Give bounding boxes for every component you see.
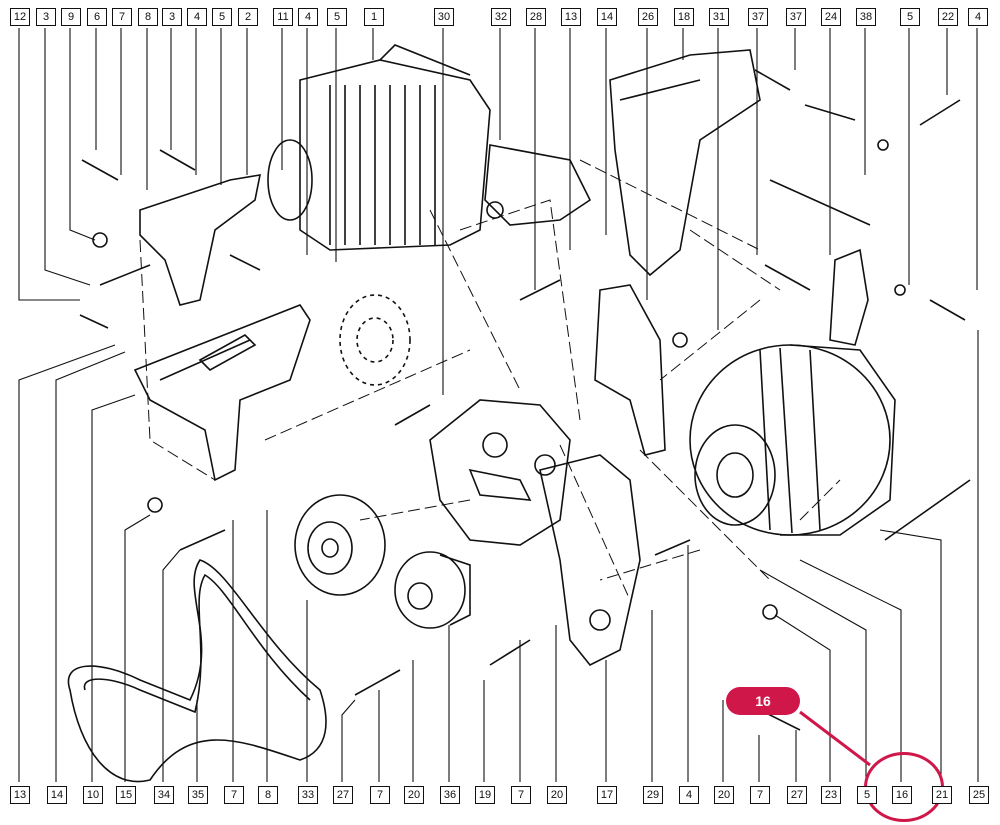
lower-left-bracket	[133, 304, 311, 482]
bottom-callout-19: 20	[714, 786, 734, 804]
top-callout-26: 5	[900, 8, 920, 26]
bottom-callout-6: 7	[224, 786, 244, 804]
top-callout-4: 7	[112, 8, 132, 26]
starter-motor	[267, 44, 491, 251]
top-callout-15: 32	[491, 8, 511, 26]
top-callout-0: 12	[10, 8, 30, 26]
top-callout-7: 4	[187, 8, 207, 26]
top-callout-9: 2	[238, 8, 258, 26]
top-callout-14: 30	[434, 8, 454, 26]
bottom-callout-20: 7	[750, 786, 770, 804]
bottom-callout-7: 8	[258, 786, 278, 804]
top-callout-22: 37	[748, 8, 768, 26]
alternator-strap	[829, 248, 869, 346]
bottom-callout-26: 25	[969, 786, 989, 804]
bottom-callout-25: 21	[932, 786, 952, 804]
upper-left-bracket	[139, 174, 262, 306]
top-callout-6: 3	[162, 8, 182, 26]
crank-pulley	[294, 494, 386, 596]
bottom-callout-14: 7	[511, 786, 531, 804]
bottom-callout-11: 20	[404, 786, 424, 804]
bottom-callout-2: 10	[83, 786, 103, 804]
bottom-callout-22: 23	[821, 786, 841, 804]
highlight-badge[interactable]: 16	[726, 687, 800, 715]
upper-right-bracket	[609, 49, 761, 277]
bottom-callout-3: 15	[116, 786, 136, 804]
top-callout-18: 14	[597, 8, 617, 26]
alternator	[689, 344, 896, 536]
bottom-callout-16: 17	[597, 786, 617, 804]
top-callout-2: 9	[61, 8, 81, 26]
bottom-callout-8: 33	[298, 786, 318, 804]
bottom-callout-4: 34	[154, 786, 174, 804]
top-callout-1: 3	[36, 8, 56, 26]
idler-pulley	[394, 551, 471, 629]
tensioner-housing	[429, 399, 571, 546]
bottom-callout-5: 35	[188, 786, 208, 804]
bottom-callout-23: 5	[857, 786, 877, 804]
top-callout-8: 5	[212, 8, 232, 26]
drive-belt	[67, 559, 327, 783]
bottom-callout-18: 4	[679, 786, 699, 804]
bottom-callout-1: 14	[47, 786, 67, 804]
top-callout-21: 31	[709, 8, 729, 26]
top-callout-12: 5	[327, 8, 347, 26]
top-callout-20: 18	[674, 8, 694, 26]
top-callout-13: 1	[364, 8, 384, 26]
top-callout-19: 26	[638, 8, 658, 26]
distributor-sketch	[339, 294, 411, 386]
bottom-callout-17: 29	[643, 786, 663, 804]
top-callout-27: 22	[938, 8, 958, 26]
bottom-callout-9: 27	[333, 786, 353, 804]
bottom-callout-24: 16	[892, 786, 912, 804]
bottom-callout-10: 7	[370, 786, 390, 804]
top-callout-10: 11	[273, 8, 293, 26]
bottom-callout-21: 27	[787, 786, 807, 804]
top-callout-17: 13	[561, 8, 581, 26]
small-bracket	[484, 144, 592, 226]
top-callout-25: 38	[856, 8, 876, 26]
top-callout-24: 24	[821, 8, 841, 26]
tension-arm	[594, 284, 666, 456]
bottom-callout-15: 20	[547, 786, 567, 804]
bottom-callout-0: 13	[10, 786, 30, 804]
fasteners	[79, 69, 971, 731]
assembly-guide-lines	[139, 159, 841, 601]
top-callout-23: 37	[786, 8, 806, 26]
alternator-support	[539, 454, 641, 667]
highlight-pointer-line	[799, 710, 871, 767]
top-callout-3: 6	[87, 8, 107, 26]
top-callout-11: 4	[298, 8, 318, 26]
top-callout-16: 28	[526, 8, 546, 26]
leader-lines	[18, 28, 979, 782]
bottom-callout-13: 19	[475, 786, 495, 804]
bottom-callout-12: 36	[440, 786, 460, 804]
top-callout-5: 8	[138, 8, 158, 26]
top-callout-28: 4	[968, 8, 988, 26]
